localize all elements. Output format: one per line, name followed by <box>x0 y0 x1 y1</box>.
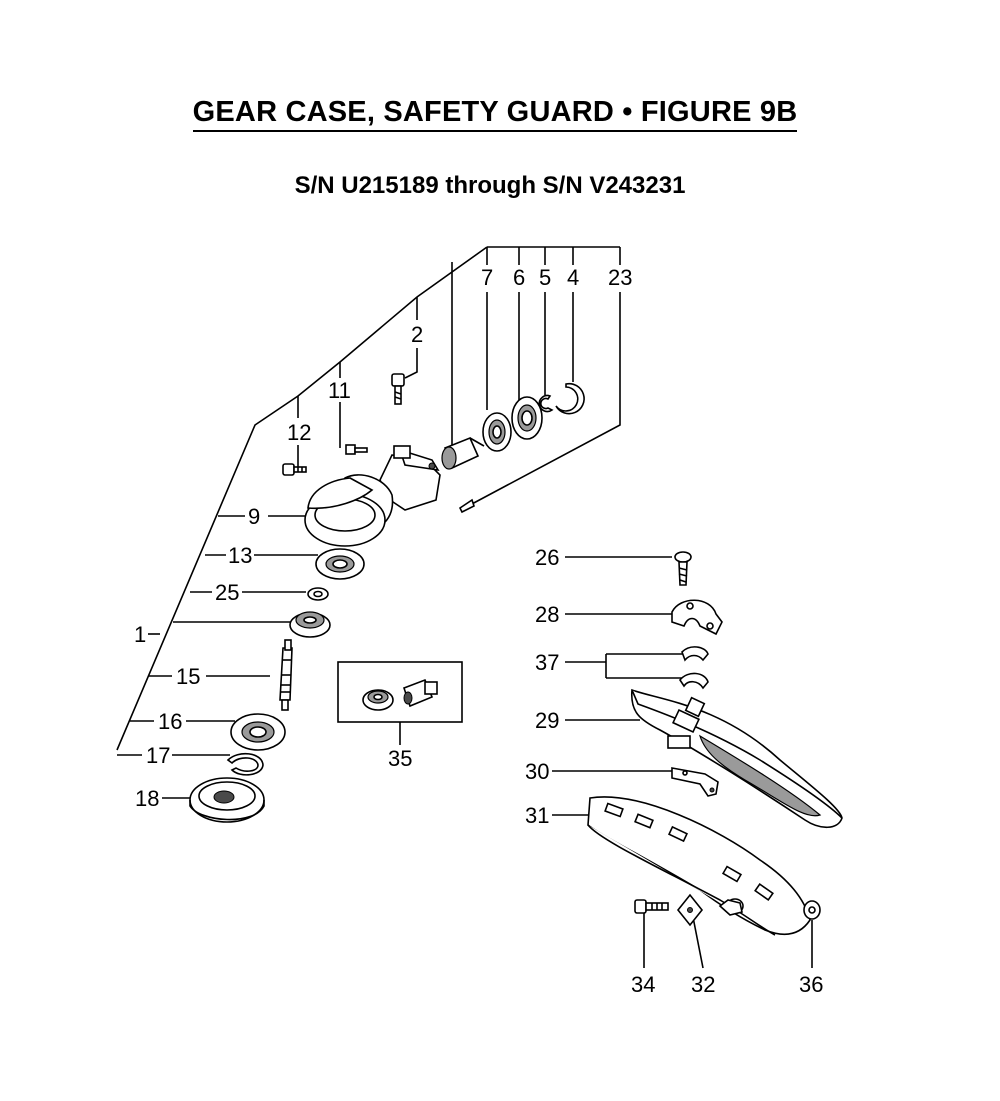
part-18-cover <box>189 777 265 823</box>
part-13-bearing <box>315 548 365 580</box>
callout-12: 12 <box>287 420 311 445</box>
part-shield-nut-seat <box>718 899 743 916</box>
callout-29: 29 <box>535 708 559 733</box>
callout-25: 25 <box>215 580 239 605</box>
callout-18: 18 <box>135 786 159 811</box>
page-title-text: GEAR CASE, SAFETY GUARD • FIGURE 9B <box>192 96 798 132</box>
callout-26: 26 <box>535 545 559 570</box>
part-25-washer <box>307 587 329 601</box>
gear-case-assembly <box>189 373 585 823</box>
callout-4: 4 <box>567 265 579 290</box>
leader-lines <box>116 246 813 969</box>
part-16-bearing <box>230 713 286 751</box>
callout-37: 37 <box>535 650 559 675</box>
callout-28: 28 <box>535 602 559 627</box>
part-37-spacer-a <box>681 646 709 662</box>
part-17-circlip <box>226 752 264 776</box>
part-7-bearing <box>482 412 512 452</box>
part-23-pin <box>458 498 475 514</box>
callout-30: 30 <box>525 759 549 784</box>
callout-36: 36 <box>799 972 823 997</box>
part-9-gear-case <box>304 445 441 547</box>
callout-5: 5 <box>539 265 551 290</box>
part-28-clamp <box>671 599 723 636</box>
callout-6: 6 <box>513 265 525 290</box>
part-5-clip <box>538 394 554 413</box>
part-36-nut <box>803 900 821 920</box>
callout-17: 17 <box>146 743 170 768</box>
part-12-screw <box>282 463 307 476</box>
callout-labels: 7 6 5 4 23 2 11 12 9 13 25 1 15 16 17 18… <box>134 265 823 997</box>
part-4-circlip <box>555 382 585 415</box>
callout-9: 9 <box>248 504 260 529</box>
callout-11: 11 <box>328 378 351 403</box>
part-bevel-gear <box>289 611 331 638</box>
part-35-kit <box>337 661 463 723</box>
callout-1: 1 <box>134 622 146 647</box>
callout-16: 16 <box>158 709 182 734</box>
part-6-bearing <box>511 396 543 440</box>
part-34-bolt <box>634 899 669 914</box>
part-26-screw <box>674 551 692 586</box>
callout-35: 35 <box>388 746 412 771</box>
callout-34: 34 <box>631 972 655 997</box>
part-11-screw <box>345 444 368 455</box>
page-title: GEAR CASE, SAFETY GUARD • FIGURE 9B <box>0 96 990 132</box>
part-29-guard <box>631 688 843 829</box>
part-37-spacer-b <box>679 672 709 690</box>
callout-32: 32 <box>691 972 715 997</box>
callout-7: 7 <box>481 265 493 290</box>
callout-13: 13 <box>228 543 252 568</box>
callout-2: 2 <box>411 322 423 347</box>
part-15-shaft <box>279 639 293 711</box>
part-input-gear <box>441 436 485 470</box>
callout-23: 23 <box>608 265 632 290</box>
callout-15: 15 <box>176 664 200 689</box>
callout-31: 31 <box>525 803 549 828</box>
safety-guard-assembly <box>587 551 843 936</box>
serial-range: S/N U215189 through S/N V243231 <box>294 172 686 199</box>
part-2-bolt <box>391 373 405 405</box>
